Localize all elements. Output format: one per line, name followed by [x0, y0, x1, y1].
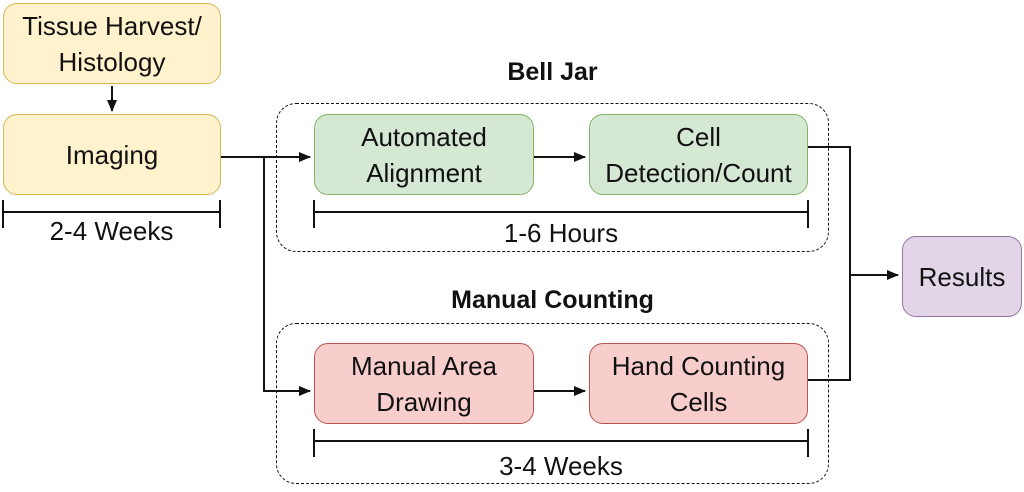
- line-detection-to-results: [808, 146, 851, 275]
- automated-alignment-node: Automated Alignment: [314, 114, 534, 195]
- bell-jar-duration: 1-6 Hours: [503, 218, 619, 248]
- manual-counting-group: [276, 323, 829, 484]
- imaging-duration: 2-4 Weeks: [49, 216, 174, 246]
- manual-counting-duration: 3-4 Weeks: [499, 451, 623, 481]
- imaging-duration-bracket: [2, 200, 221, 228]
- hand-counting-node: Hand Counting Cells: [589, 343, 808, 424]
- manual-area-drawing-node: Manual Area Drawing: [314, 343, 534, 424]
- results-label: Results: [918, 261, 1006, 292]
- tissue-harvest-label: Tissue Harvest/ Histology: [22, 10, 202, 77]
- manual-area-drawing-label: Manual Area Drawing: [351, 350, 497, 417]
- manual-duration-bracket: [313, 429, 809, 457]
- bell-jar-group: [276, 103, 829, 252]
- imaging-label: Imaging: [65, 139, 159, 170]
- imaging-node: Imaging: [3, 114, 221, 195]
- line-counting-to-results: [808, 275, 851, 381]
- manual-counting-title: Manual Counting: [451, 286, 654, 314]
- hand-counting-label: Hand Counting Cells: [611, 350, 786, 417]
- results-node: Results: [902, 236, 1022, 317]
- arrow-imaging-to-manual-drawing: [263, 157, 311, 396]
- cell-detection-label: Cell Detection/Count: [605, 121, 792, 188]
- bell-jar-title: Bell Jar: [507, 58, 598, 86]
- cell-detection-node: Cell Detection/Count: [589, 114, 808, 195]
- automated-alignment-label: Automated Alignment: [361, 121, 487, 188]
- bell-jar-duration-bracket: [313, 200, 809, 228]
- tissue-harvest-node: Tissue Harvest/ Histology: [3, 3, 221, 84]
